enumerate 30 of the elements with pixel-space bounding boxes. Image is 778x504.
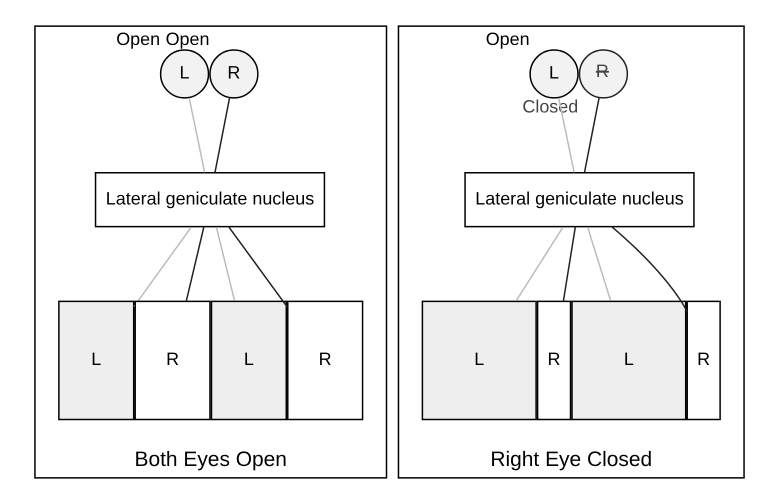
connector <box>214 98 230 173</box>
connector <box>132 226 192 308</box>
node-box: Lateral geniculate nucleus <box>94 172 325 228</box>
connector <box>515 226 564 302</box>
node-box: R <box>536 300 571 420</box>
node-label: Open <box>116 28 160 49</box>
node-circle: L <box>528 49 578 99</box>
node-circle: R <box>208 49 258 99</box>
node-box: Lateral geniculate nucleus <box>464 172 694 228</box>
connector <box>228 226 288 308</box>
node-circle: R <box>578 49 628 99</box>
node-circle: L <box>159 49 209 99</box>
node-box: L <box>58 300 134 420</box>
connector <box>586 226 611 301</box>
node-box: L <box>570 300 686 420</box>
connector <box>610 226 688 312</box>
node-label: Closed <box>522 96 578 116</box>
node-box: R <box>134 300 210 420</box>
node-box: R <box>686 300 720 420</box>
connector <box>185 227 204 301</box>
node-box: L <box>421 300 536 420</box>
connector <box>188 98 205 173</box>
node-box: R <box>286 300 363 420</box>
connector <box>583 98 600 173</box>
node-label: Open <box>485 28 530 49</box>
node-box: L <box>210 300 287 420</box>
node-label: Open <box>165 28 209 49</box>
connector <box>215 227 235 301</box>
connector <box>562 227 576 301</box>
connector <box>558 98 574 173</box>
